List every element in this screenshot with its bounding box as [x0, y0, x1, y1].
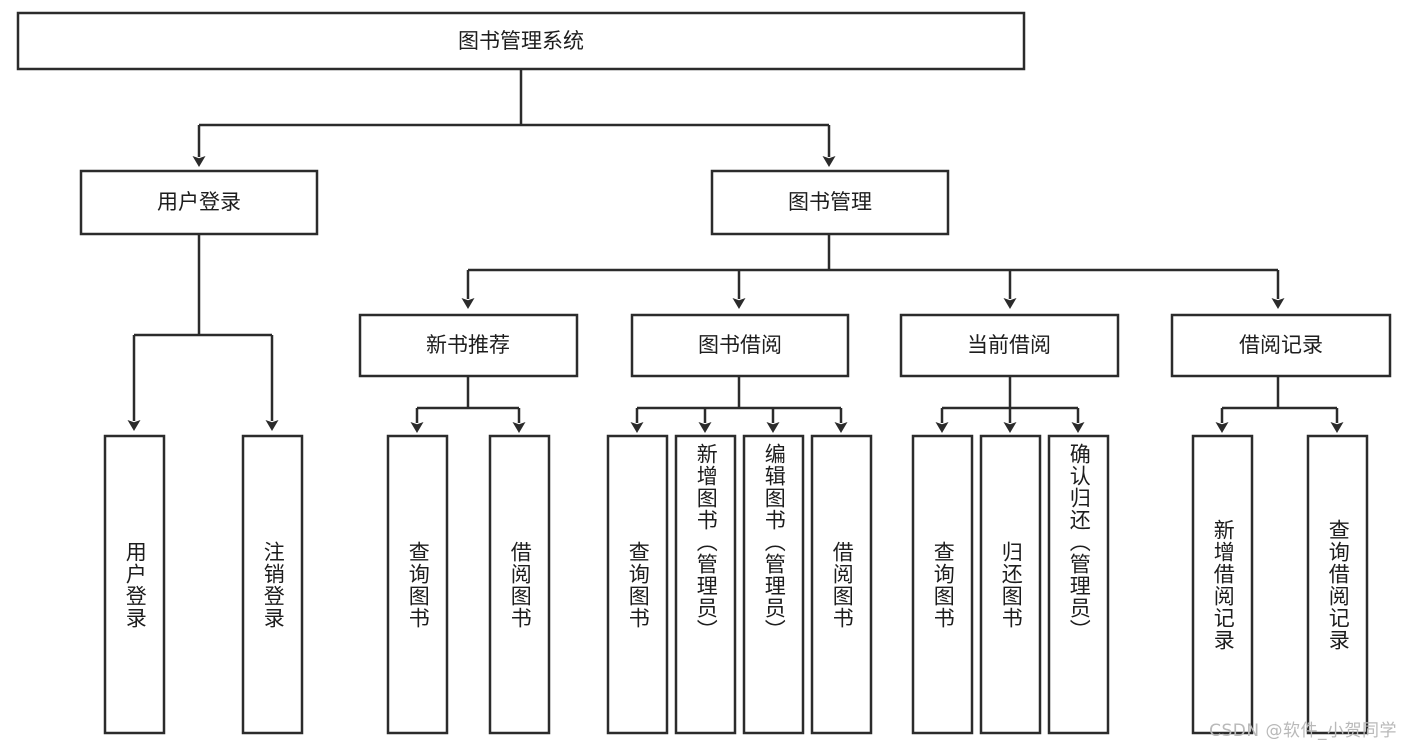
leaf-box-new-book-1[interactable]	[386, 434, 449, 735]
leaf-box-current-borrow-2[interactable]	[979, 434, 1042, 735]
connector-group-current-borrow-to-leaves	[935, 376, 1085, 433]
node-new-book-recommend-box[interactable]	[358, 313, 579, 378]
node-user-login-box[interactable]	[79, 169, 319, 236]
connector-group-root-to-level2	[192, 69, 836, 167]
node-current-borrow-box[interactable]	[899, 313, 1120, 378]
leaf-group-current-borrow	[911, 434, 1110, 735]
connector-group-book-mgmt-to-level3	[461, 234, 1285, 309]
node-book-borrow[interactable]: 图书借阅	[630, 313, 850, 378]
node-root[interactable]: 图书管理系统	[16, 11, 1026, 71]
node-root-box[interactable]	[16, 11, 1026, 71]
node-book-management-box[interactable]	[710, 169, 950, 236]
leaf-box-new-book-2[interactable]	[488, 434, 551, 735]
node-user-login-label: 用户登录	[157, 190, 241, 214]
node-current-borrow[interactable]: 当前借阅	[899, 313, 1120, 378]
leaf-box-book-borrow-2[interactable]	[674, 434, 737, 735]
node-root-label: 图书管理系统	[458, 29, 584, 53]
leaf-group-user-login	[103, 434, 304, 735]
leaf-box-current-borrow-3[interactable]	[1047, 434, 1110, 735]
node-user-login[interactable]: 用户登录	[79, 169, 319, 236]
leaf-box-book-borrow-4[interactable]	[810, 434, 873, 735]
leaf-box-book-borrow-1[interactable]	[606, 434, 669, 735]
csdn-watermark: CSDN @软件_小贺同学	[1209, 721, 1397, 741]
node-book-borrow-box[interactable]	[630, 313, 850, 378]
leaf-group-new-book-recommend	[386, 434, 551, 735]
node-borrow-record-label: 借阅记录	[1239, 333, 1323, 357]
leaf-group-book-borrow	[606, 434, 873, 735]
leaf-box-borrow-record-2[interactable]	[1306, 434, 1369, 735]
leaf-box-user-login-2[interactable]	[241, 434, 304, 735]
connector-group-borrow-record-to-leaves	[1215, 376, 1344, 433]
node-new-book-recommend[interactable]: 新书推荐	[358, 313, 579, 378]
leaf-box-user-login-1[interactable]	[103, 434, 166, 735]
connector-group-user-login-to-leaves	[127, 234, 279, 431]
node-book-management-label: 图书管理	[788, 190, 872, 214]
leaf-box-borrow-record-1[interactable]	[1191, 434, 1254, 735]
leaf-box-current-borrow-1[interactable]	[911, 434, 974, 735]
node-borrow-record[interactable]: 借阅记录	[1170, 313, 1392, 378]
node-book-borrow-label: 图书借阅	[698, 333, 782, 357]
connector-group-new-book-to-leaves	[410, 376, 526, 433]
leaf-box-book-borrow-3[interactable]	[742, 434, 805, 735]
node-new-book-recommend-label: 新书推荐	[426, 333, 510, 357]
node-current-borrow-label: 当前借阅	[967, 333, 1051, 357]
leaf-group-borrow-record	[1191, 434, 1369, 735]
node-borrow-record-box[interactable]	[1170, 313, 1392, 378]
connector-group-book-borrow-to-leaves	[630, 376, 848, 433]
node-book-management[interactable]: 图书管理	[710, 169, 950, 236]
